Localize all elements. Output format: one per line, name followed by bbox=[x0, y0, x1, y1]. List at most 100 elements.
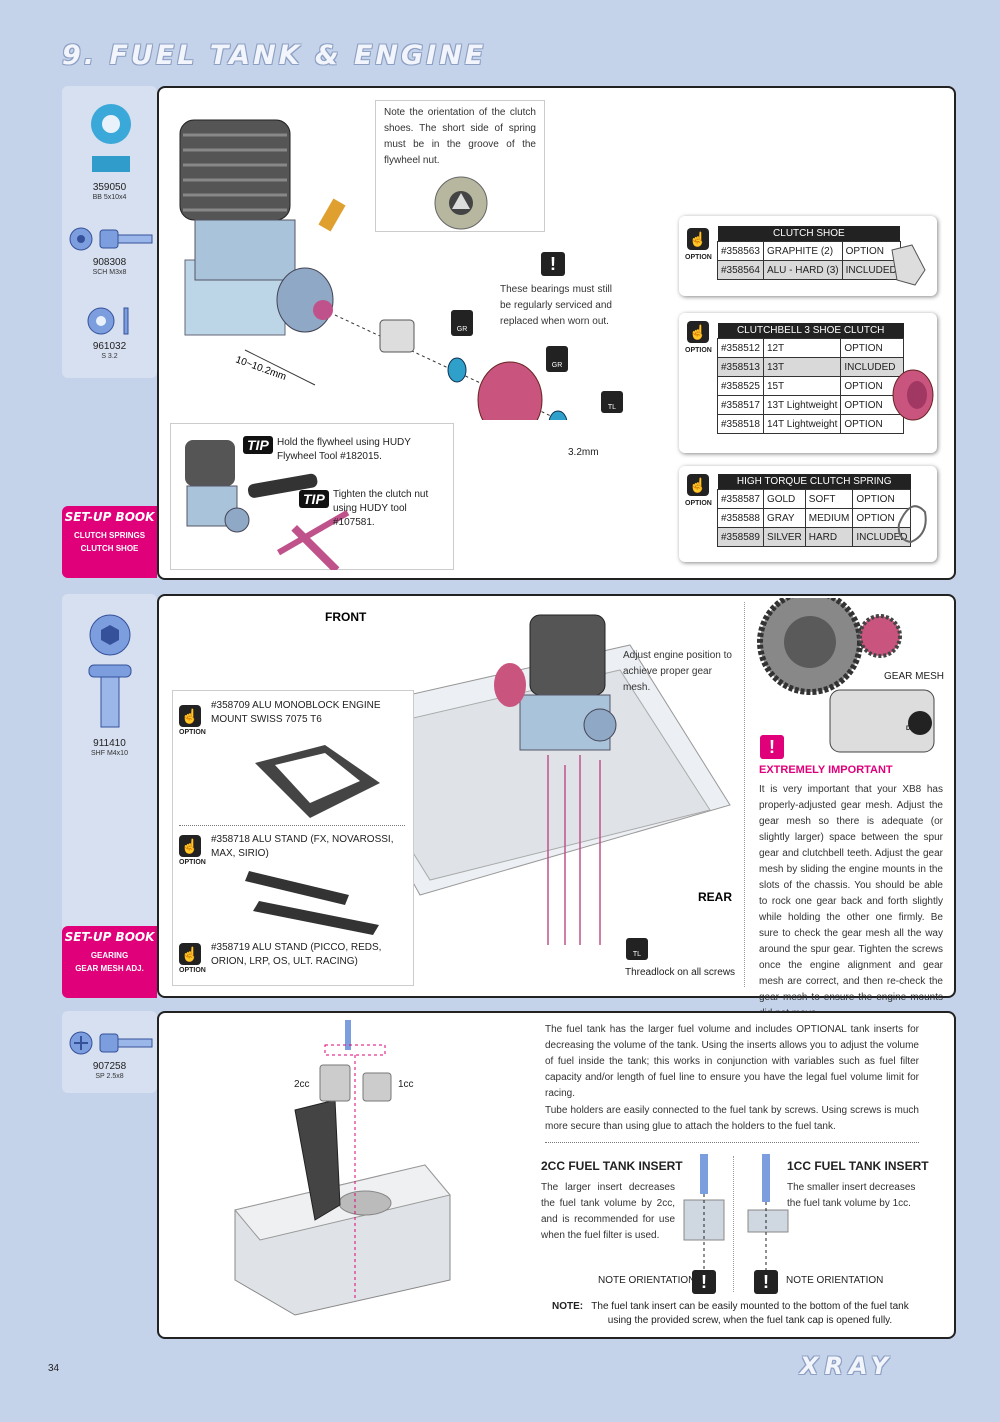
rear-label: REAR bbox=[698, 890, 732, 904]
option-label: OPTION bbox=[685, 500, 712, 507]
note-text: The fuel tank insert can be easily mount… bbox=[591, 1301, 909, 1326]
setup-line: GEAR MESH ADJ. bbox=[75, 964, 144, 973]
tip-badge: TIP bbox=[299, 490, 329, 508]
chassis-illustration: FRONT REAR bbox=[319, 610, 732, 945]
thumbs-up-icon: ☝ bbox=[179, 835, 201, 857]
flywheel-tool-illustration bbox=[185, 440, 350, 570]
part-code: 911410 bbox=[93, 738, 126, 749]
option-label: OPTION bbox=[179, 967, 206, 974]
screw-icon bbox=[69, 1031, 153, 1055]
intro-text: Tube holders are easily connected to the… bbox=[545, 1105, 919, 1132]
part-desc: SHF M4x10 bbox=[91, 750, 128, 757]
spring-icon bbox=[897, 505, 927, 544]
dimension-label: 3.2mm bbox=[568, 447, 599, 458]
page-title: 9. FUEL TANK & ENGINE bbox=[62, 40, 487, 71]
part-desc: S 3.2 bbox=[101, 353, 118, 360]
threadlock-note: Threadlock on all screws bbox=[625, 967, 736, 978]
part-desc: SCH M3x8 bbox=[92, 269, 127, 276]
tip-text: Tighten the clutch nut using HUDY tool #… bbox=[333, 489, 429, 528]
warning-icon: ! bbox=[541, 252, 565, 276]
clutch-shoe-icon bbox=[891, 244, 926, 286]
insert-2cc-diagram bbox=[683, 1154, 725, 1272]
gr-grease-icon: GR bbox=[546, 346, 568, 372]
screw-icon bbox=[69, 227, 153, 251]
option-label: OPTION bbox=[179, 729, 206, 736]
note-label: NOTE: bbox=[552, 1301, 584, 1312]
insert-1cc-diagram bbox=[747, 1154, 789, 1272]
tip-text: Hold the flywheel using HUDY Flywheel To… bbox=[277, 437, 411, 462]
tl-threadlock-icon: TL bbox=[601, 391, 623, 413]
screw-head-icon bbox=[88, 614, 132, 728]
option-item: #358709 ALU MONOBLOCK ENGINE MOUNT SWISS… bbox=[211, 700, 381, 725]
setup-line: CLUTCH SHOE bbox=[80, 544, 139, 553]
insert-label-1cc: 1cc bbox=[398, 1079, 414, 1090]
insert-1cc-title: 1CC FUEL TANK INSERT bbox=[787, 1159, 929, 1173]
intro-text: The fuel tank has the larger fuel volume… bbox=[545, 1024, 919, 1099]
option-item: #358719 ALU STAND (PICCO, REDS, ORION, L… bbox=[211, 942, 382, 967]
part-code: 908308 bbox=[92, 257, 127, 268]
gear-mesh-illustration bbox=[757, 598, 935, 753]
setup-book-tab[interactable]: SET-UP BOOK GEARING GEAR MESH ADJ. bbox=[62, 926, 157, 998]
fuel-tank-illustration bbox=[234, 1020, 451, 1316]
tl-threadlock-icon: TL bbox=[626, 938, 648, 960]
important-title: EXTREMELY IMPORTANT bbox=[759, 764, 893, 776]
setup-line: GEARING bbox=[90, 951, 129, 960]
tip-box: TIP Hold the flywheel using HUDY Flywhee… bbox=[170, 423, 454, 570]
table-header: CLUTCH SHOE bbox=[717, 226, 901, 242]
setup-title: SET-UP BOOK bbox=[64, 510, 155, 524]
option-item: #358718 ALU STAND (FX, NOVAROSSI, MAX, S… bbox=[211, 834, 394, 859]
engine-illustration: 10~10.2mm bbox=[179, 119, 568, 420]
insert-label-2cc: 2cc bbox=[294, 1079, 310, 1090]
part-code: 961032 bbox=[92, 341, 127, 352]
insert-2cc-text: The larger insert decreases the fuel tan… bbox=[541, 1182, 675, 1241]
front-label: FRONT bbox=[325, 610, 367, 624]
setup-line: CLUTCH SPRINGS bbox=[73, 531, 146, 540]
xray-logo: XRAY bbox=[800, 1352, 895, 1380]
option-label: OPTION bbox=[179, 859, 206, 866]
thumbs-up-icon: ☝ bbox=[179, 705, 201, 727]
note-orientation: NOTE ORIENTATION bbox=[786, 1275, 884, 1286]
warning-icon: ! bbox=[760, 735, 784, 759]
thumbs-up-icon: ☝ bbox=[687, 474, 709, 496]
clutchbell-icon bbox=[892, 369, 934, 421]
part-desc: SP 2.5x8 bbox=[95, 1073, 124, 1080]
bearing-icon bbox=[91, 104, 131, 172]
note-orientation: NOTE ORIENTATION bbox=[598, 1275, 696, 1286]
part-desc: BB 5x10x4 bbox=[92, 194, 127, 201]
gr-grease-icon: GR bbox=[451, 310, 473, 336]
adjust-note: Adjust engine position to achieve proper… bbox=[623, 650, 732, 693]
part-code: 907258 bbox=[92, 1061, 127, 1072]
option-box: ☝ OPTION #358709 ALU MONOBLOCK ENGINE MO… bbox=[172, 690, 414, 986]
clutchbell-option: ☝ OPTION CLUTCHBELL 3 SHOE CLUTCH #35851… bbox=[679, 313, 937, 453]
clutch-note: Note the orientation of the clutch shoes… bbox=[384, 107, 536, 166]
setup-title: SET-UP BOOK bbox=[64, 930, 155, 944]
option-label: OPTION bbox=[685, 347, 712, 354]
setup-book-tab[interactable]: SET-UP BOOK CLUTCH SPRINGS CLUTCH SHOE bbox=[62, 506, 157, 578]
insert-1cc-text: The smaller insert decreases the fuel ta… bbox=[787, 1182, 916, 1209]
tip-badge: TIP bbox=[243, 436, 273, 454]
thumbs-up-icon: ☝ bbox=[687, 228, 709, 250]
option-label: OPTION bbox=[685, 254, 712, 261]
clutch-shoe-icon bbox=[434, 176, 488, 230]
part-code: 359050 bbox=[92, 182, 127, 193]
gear-mesh-label: GEAR MESH bbox=[884, 671, 945, 682]
detail-label: DETAIL bbox=[906, 726, 928, 732]
thumbs-up-icon: ☝ bbox=[687, 321, 709, 343]
engine-mount-icon bbox=[255, 745, 380, 818]
clutch-spring-option: ☝ OPTION HIGH TORQUE CLUTCH SPRING #3585… bbox=[679, 466, 937, 562]
dimension-label: 10~10.2mm bbox=[234, 354, 288, 382]
washer-icon bbox=[87, 307, 129, 335]
thumbs-up-icon: ☝ bbox=[179, 943, 201, 965]
table-header: CLUTCHBELL 3 SHOE CLUTCH bbox=[717, 323, 904, 339]
alu-stand-icon bbox=[245, 871, 379, 935]
insert-2cc-title: 2CC FUEL TANK INSERT bbox=[541, 1159, 683, 1173]
bearing-note: These bearings must still be regularly s… bbox=[500, 284, 612, 327]
clutch-note-box: Note the orientation of the clutch shoes… bbox=[375, 100, 545, 232]
page-number: 34 bbox=[48, 1363, 60, 1374]
important-text: It is very important that your XB8 has p… bbox=[759, 784, 943, 1019]
table-header: HIGH TORQUE CLUTCH SPRING bbox=[717, 474, 911, 490]
warning-icon: ! bbox=[692, 1270, 716, 1294]
